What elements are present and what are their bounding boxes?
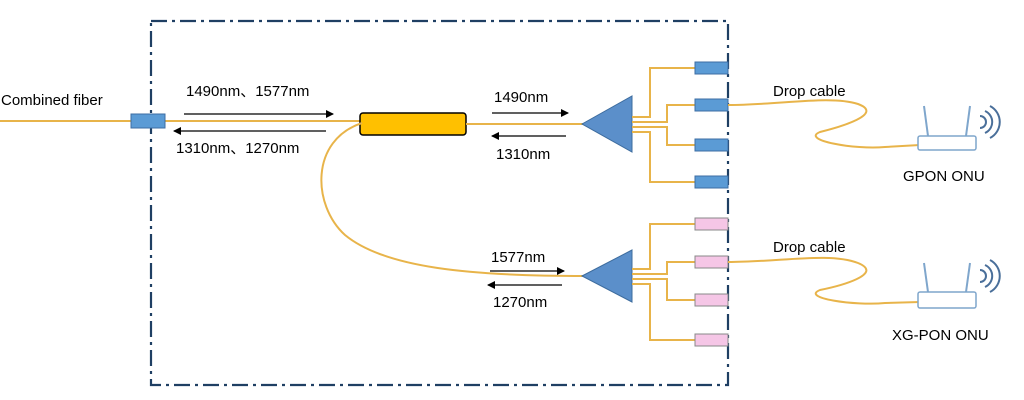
gpon-splitter-branches bbox=[632, 67, 700, 183]
gpon-upstream-label: 1310nm bbox=[496, 146, 550, 163]
drop-cable-gpon bbox=[727, 99, 921, 149]
xgpon-port bbox=[694, 217, 729, 231]
xgpon-upstream-label: 1270nm bbox=[493, 294, 547, 311]
drop-cable-label-top: Drop cable bbox=[773, 83, 846, 100]
wifi-icon bbox=[979, 259, 1001, 293]
gpon-onu-device bbox=[917, 105, 977, 151]
xgpon-splitter-branches bbox=[632, 223, 700, 341]
downstream-wavelengths-label: 1490nm、1577nm bbox=[186, 83, 309, 100]
wdm-coupler bbox=[359, 112, 467, 136]
drop-cable-label-bottom: Drop cable bbox=[773, 239, 846, 256]
gpon-port bbox=[694, 98, 729, 112]
xgpon-feed-fiber bbox=[320, 122, 586, 277]
gpon-port bbox=[694, 138, 729, 152]
xgpon-port bbox=[694, 255, 729, 269]
xgpon-port-group bbox=[694, 217, 729, 347]
gpon-downstream-label: 1490nm bbox=[494, 89, 548, 106]
drop-cable-xgpon bbox=[727, 256, 921, 305]
gpon-port bbox=[694, 175, 729, 189]
xgpon-splitter bbox=[580, 249, 633, 303]
gpon-onu-label: GPON ONU bbox=[903, 168, 985, 185]
gpon-splitter bbox=[580, 95, 633, 153]
gpon-port bbox=[694, 61, 729, 75]
xgpon-onu-label: XG-PON ONU bbox=[892, 327, 989, 344]
xgpon-port bbox=[694, 333, 729, 347]
gpon-port-group bbox=[694, 61, 729, 189]
combined-fiber-connector bbox=[130, 113, 166, 129]
upstream-wavelengths-label: 1310nm、1270nm bbox=[176, 140, 299, 157]
combined-fiber-label: Combined fiber bbox=[1, 92, 103, 109]
xgpon-onu-device bbox=[917, 262, 977, 309]
xgpon-downstream-label: 1577nm bbox=[491, 249, 545, 266]
wifi-icon bbox=[979, 105, 1001, 139]
xgpon-port bbox=[694, 293, 729, 307]
cabinet-border bbox=[149, 19, 730, 387]
